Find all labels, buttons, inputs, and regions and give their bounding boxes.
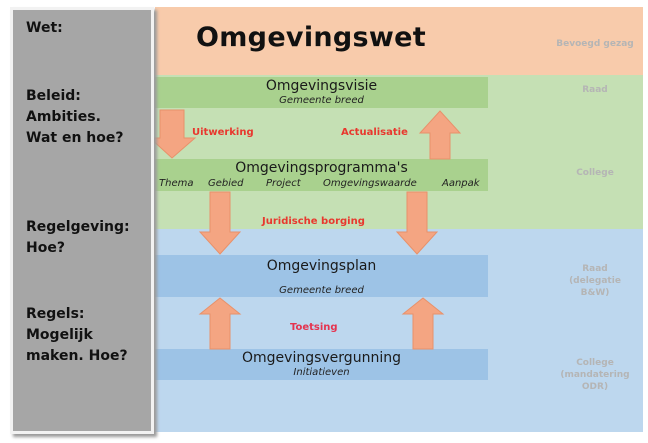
- arrow-down-juridische-borging-right: [395, 191, 439, 255]
- panel-line: Wat en hoe?: [26, 130, 124, 146]
- side-panel: Wet: Beleid: Ambities. Wat en hoe? Regel…: [10, 7, 154, 434]
- role-omgevingsvisie: Raad: [582, 85, 608, 95]
- label-uitwerking: Uitwerking: [192, 127, 254, 138]
- panel-regelgeving: Regelgeving: Hoe?: [26, 217, 130, 259]
- arrow-up-toetsing-right: [401, 297, 445, 350]
- omgevingsplan-subtitle: Gemeente breed: [279, 285, 364, 296]
- role-omgevingsplan: Raad (delegatie B&W): [569, 264, 621, 298]
- arrow-up-actualisatie: [418, 110, 462, 160]
- programma-type: Project: [266, 178, 301, 189]
- law-band: [155, 7, 643, 75]
- panel-regels: Regels: Mogelijk maken. Hoe?: [26, 304, 128, 367]
- omgevingsvisie-box: Omgevingsvisie Gemeente breed: [155, 77, 488, 108]
- role-omgevingsvergunning: College (mandatering ODR): [560, 358, 630, 392]
- omgevingsplan-box: Omgevingsplan Gemeente breed: [155, 255, 488, 297]
- label-actualisatie: Actualisatie: [341, 127, 408, 138]
- panel-line: Regels:: [26, 306, 85, 322]
- panel-line: Ambities.: [26, 109, 101, 125]
- omgevingsvergunning-box: Omgevingsvergunning Initiatieven: [155, 349, 488, 380]
- panel-beleid: Beleid: Ambities. Wat en hoe?: [26, 86, 124, 149]
- omgevingsvisie-title: Omgevingsvisie: [265, 78, 378, 94]
- arrow-down-uitwerking: [148, 109, 197, 159]
- programma-type: Aanpak: [442, 178, 480, 189]
- panel-line: Beleid:: [26, 88, 81, 104]
- label-toetsing: Toetsing: [290, 322, 338, 333]
- omgevingsprogrammas-box: Omgevingsprogramma's Thema Gebied Projec…: [155, 159, 488, 191]
- panel-line: Regelgeving:: [26, 219, 130, 235]
- label-juridische-borging: Juridische borging: [262, 216, 365, 227]
- programma-type: Gebied: [208, 178, 244, 189]
- role-header: Bevoegd gezag: [556, 39, 634, 49]
- omgevingsprogrammas-title: Omgevingsprogramma's: [235, 160, 408, 176]
- omgevingsvergunning-subtitle: Initiatieven: [293, 367, 350, 378]
- programma-type: Thema: [159, 178, 194, 189]
- omgevingsvergunning-title: Omgevingsvergunning: [242, 350, 401, 366]
- arrow-down-juridische-borging-left: [198, 191, 242, 255]
- diagram-title: Omgevingswet: [196, 22, 426, 53]
- panel-line: maken. Hoe?: [26, 348, 128, 364]
- panel-wet: Wet:: [26, 20, 63, 36]
- panel-line: Mogelijk: [26, 327, 93, 343]
- arrow-up-toetsing-left: [198, 297, 242, 350]
- omgevingsvisie-subtitle: Gemeente breed: [279, 95, 364, 106]
- role-omgevingsprogrammas: College: [576, 168, 614, 178]
- panel-line: Hoe?: [26, 240, 65, 256]
- omgevingsplan-title: Omgevingsplan: [266, 258, 377, 274]
- programma-type: Omgevingswaarde: [323, 178, 417, 189]
